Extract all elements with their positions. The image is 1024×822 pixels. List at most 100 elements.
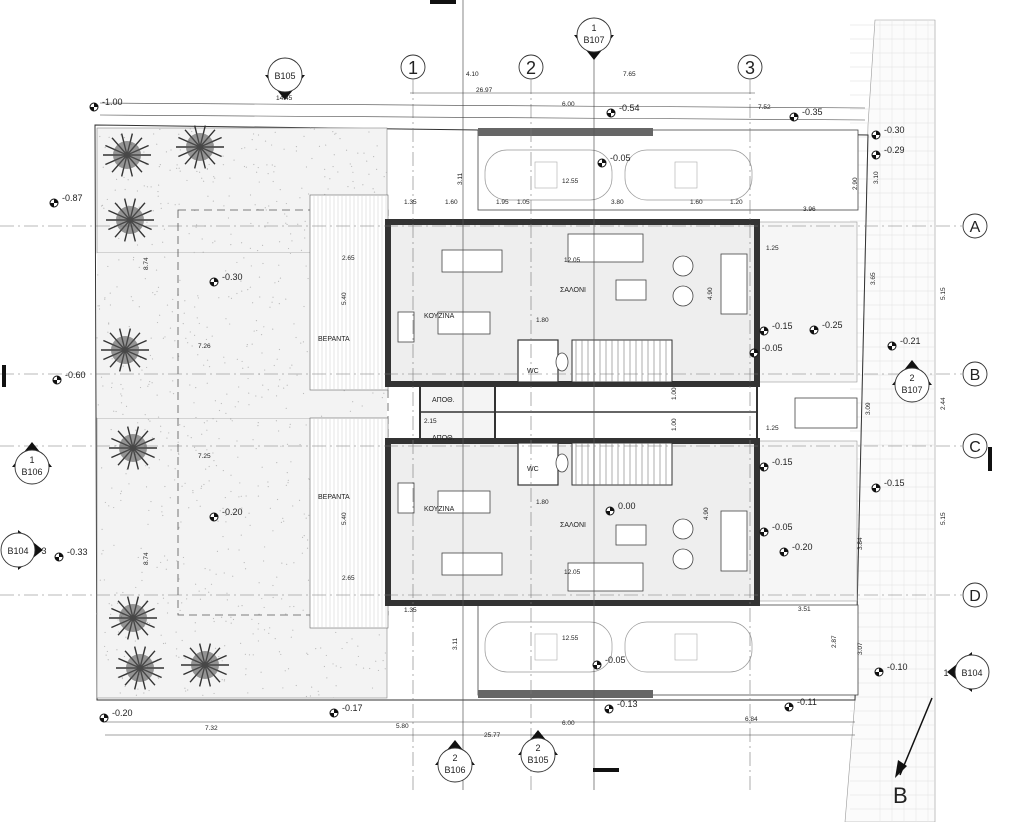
gravel-dot	[285, 613, 286, 614]
gravel-dot	[222, 679, 223, 680]
gravel-dot	[205, 588, 206, 589]
gravel-dot	[151, 337, 152, 338]
level-label: -0.35	[802, 107, 823, 117]
gravel-dot	[228, 296, 229, 297]
gravel-dot	[178, 442, 179, 443]
gravel-dot	[336, 685, 337, 686]
gravel-dot	[212, 242, 213, 243]
gravel-dot	[149, 421, 150, 422]
section-number: 1	[943, 668, 948, 678]
armchair-icon	[673, 519, 693, 539]
gravel-dot	[223, 357, 224, 358]
gravel-dot	[224, 572, 225, 573]
gravel-dot	[318, 694, 319, 695]
gravel-dot	[247, 692, 248, 693]
gravel-dot	[366, 161, 367, 162]
section-cut-mark	[430, 0, 456, 4]
dimension-label: 5.40	[341, 512, 348, 525]
gravel-dot	[290, 233, 291, 234]
gravel-dot	[247, 378, 248, 379]
gravel-dot	[124, 656, 125, 657]
gravel-dot	[122, 677, 123, 678]
grid-column-label: 3	[745, 58, 755, 78]
gravel-dot	[183, 557, 184, 558]
dimension-label: 2.65	[342, 575, 355, 582]
dimension-label: 3.65	[870, 272, 877, 285]
gravel-dot	[283, 387, 284, 388]
gravel-dot	[108, 322, 109, 323]
gravel-dot	[116, 286, 117, 287]
gravel-dot	[280, 654, 281, 655]
gravel-dot	[164, 229, 165, 230]
gravel-dot	[159, 315, 160, 316]
gravel-dot	[238, 549, 239, 550]
gravel-dot	[255, 395, 256, 396]
gravel-dot	[111, 387, 112, 388]
gravel-dot	[115, 190, 116, 191]
gravel-dot	[120, 493, 121, 494]
gravel-dot	[268, 486, 269, 487]
gravel-dot	[306, 265, 307, 266]
gravel-dot	[194, 252, 195, 253]
gravel-dot	[266, 164, 267, 165]
gravel-dot	[289, 367, 290, 368]
gravel-dot	[277, 499, 278, 500]
gravel-dot	[212, 418, 213, 419]
level-label: -0.20	[222, 507, 243, 517]
gravel-dot	[229, 195, 230, 196]
grid-row-label: C	[969, 439, 981, 456]
gravel-dot	[133, 259, 134, 260]
dimension-label: 2.65	[342, 255, 355, 262]
gravel-dot	[374, 192, 375, 193]
gravel-dot	[271, 144, 272, 145]
dimension-label: 3.96	[803, 206, 816, 213]
gravel-dot	[281, 598, 282, 599]
gravel-dot	[179, 578, 180, 579]
gravel-dot	[176, 631, 177, 632]
dimension-label: 1.00	[671, 387, 678, 400]
toilet-icon	[556, 353, 568, 371]
gravel-dot	[143, 151, 144, 152]
gravel-dot	[233, 619, 234, 620]
gravel-dot	[195, 584, 196, 585]
level-label: -0.15	[772, 457, 793, 467]
gravel-dot	[252, 302, 253, 303]
gravel-dot	[207, 196, 208, 197]
gravel-dot	[259, 181, 260, 182]
gravel-dot	[161, 511, 162, 512]
gravel-dot	[146, 222, 147, 223]
gravel-dot	[154, 294, 155, 295]
gravel-dot	[120, 384, 121, 385]
gravel-dot	[286, 203, 287, 204]
gravel-dot	[271, 302, 272, 303]
gravel-dot	[274, 166, 275, 167]
gravel-dot	[166, 151, 167, 152]
gravel-dot	[258, 496, 259, 497]
gravel-dot	[283, 149, 284, 150]
gravel-dot	[278, 281, 279, 282]
gravel-dot	[225, 413, 226, 414]
gravel-dot	[335, 133, 336, 134]
dimension-label: 4.90	[707, 287, 714, 300]
gravel-dot	[230, 617, 231, 618]
dimension-label: 7.26	[198, 343, 211, 350]
gravel-dot	[206, 430, 207, 431]
gravel-dot	[304, 229, 305, 230]
gravel-dot	[156, 291, 157, 292]
gravel-dot	[220, 510, 221, 511]
gravel-dot	[248, 513, 249, 514]
gravel-dot	[178, 134, 179, 135]
gravel-dot	[187, 689, 188, 690]
gravel-dot	[156, 269, 157, 270]
gravel-dot	[276, 420, 277, 421]
dimension-label: 1.35	[404, 199, 417, 206]
gravel-dot	[268, 389, 269, 390]
gravel-dot	[104, 646, 105, 647]
gravel-dot	[222, 155, 223, 156]
level-label: -0.05	[610, 153, 631, 163]
gravel-dot	[209, 466, 210, 467]
gravel-dot	[101, 529, 102, 530]
gravel-dot	[268, 205, 269, 206]
gravel-dot	[256, 320, 257, 321]
gravel-dot	[238, 401, 239, 402]
